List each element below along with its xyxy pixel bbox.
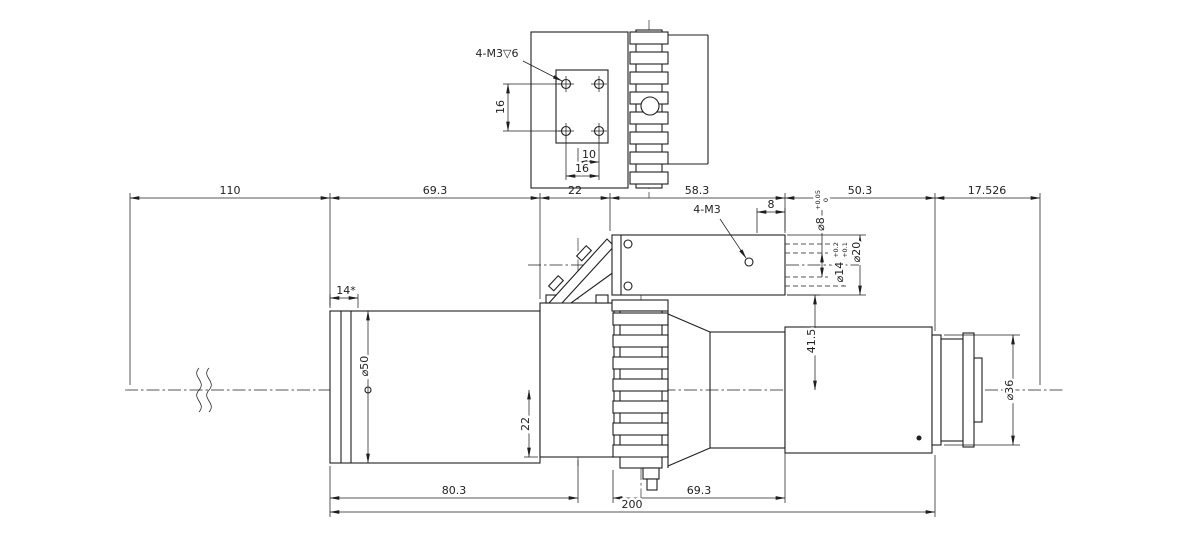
dia-8-tol-lower: 0 bbox=[822, 198, 830, 202]
end-ring bbox=[931, 334, 942, 446]
dim-69-3-top-label: 69.3 bbox=[423, 184, 448, 197]
dim-200-label: 200 bbox=[622, 498, 643, 511]
dim-110-label: 110 bbox=[220, 184, 241, 197]
dia-20-label: ⌀20 bbox=[850, 242, 863, 263]
thread-callout-detail: 4-M3▽6 bbox=[476, 47, 519, 60]
mirror-turret bbox=[547, 238, 630, 304]
end-cap bbox=[962, 332, 975, 448]
top-screw-right bbox=[595, 294, 609, 304]
dim-14-ref-label: 14* bbox=[336, 284, 356, 297]
index-dot bbox=[916, 435, 922, 441]
end-barrel bbox=[940, 338, 964, 442]
left-cylinder bbox=[329, 310, 541, 464]
detail-dim-16v-label: 16 bbox=[494, 100, 507, 114]
thread-4m3-label: 4-M3 bbox=[693, 203, 720, 216]
cone-section bbox=[667, 311, 786, 468]
dim-22-vertical-label: 22 bbox=[519, 417, 532, 431]
right-bore-dimensions: ⌀8 +0.05 0 ⌀14 +0.2 +0.1 ⌀20 bbox=[812, 188, 866, 296]
dia-14-tol-upper: +0.2 bbox=[832, 242, 840, 258]
dim-69-3-bottom-label: 69.3 bbox=[687, 484, 712, 497]
dia-8-label: ⌀8 bbox=[814, 217, 827, 231]
detail-dimensions: 4-M3▽6 16 10 16 bbox=[476, 47, 600, 180]
finned-body bbox=[611, 299, 669, 491]
dia-14-label: ⌀14 bbox=[833, 262, 846, 283]
dim-58-3-label: 58.3 bbox=[685, 184, 710, 197]
detail-dim-10-label: 10 bbox=[582, 148, 596, 161]
detail-mount-face bbox=[555, 69, 609, 144]
detail-knob-circle bbox=[640, 96, 660, 116]
right-cylinder bbox=[784, 326, 983, 454]
dim-50-3-label: 50.3 bbox=[848, 184, 873, 197]
side-thread-hole bbox=[744, 257, 754, 267]
detail-view: 4-M3▽6 16 10 16 bbox=[476, 29, 709, 189]
top-dimension-chain: 110 69.3 22 58.3 50.3 17.526 bbox=[129, 184, 1041, 385]
dia-50-label: ⌀50 bbox=[358, 356, 371, 377]
dim-17-526-label: 17.526 bbox=[968, 184, 1007, 197]
dia-8-tol-upper: +0.05 bbox=[814, 190, 822, 210]
focus-block bbox=[539, 302, 615, 458]
local-dimensions: 14* ⌀50 4-M3 8 ⌀8 +0.05 0 ⌀14 +0.2 +0.1 … bbox=[329, 188, 1020, 464]
detail-dim-16h-label: 16 bbox=[575, 162, 589, 175]
bottom-knob bbox=[642, 467, 660, 480]
main-view bbox=[329, 234, 983, 491]
dia-36-label: ⌀36 bbox=[1003, 380, 1016, 401]
dim-22-top-label: 22 bbox=[568, 184, 582, 197]
dia-14-tol-lower: +0.1 bbox=[841, 242, 849, 258]
dim-41-5-label: 41.5 bbox=[805, 329, 818, 354]
dim-80-3-label: 80.3 bbox=[442, 484, 467, 497]
dim-8-label: 8 bbox=[768, 198, 775, 211]
end-tip bbox=[973, 357, 983, 423]
detail-ribbed-ring bbox=[629, 29, 709, 189]
bottom-dimension-chain: 80.3 69.3 200 bbox=[329, 451, 936, 517]
top-tube bbox=[611, 234, 866, 296]
